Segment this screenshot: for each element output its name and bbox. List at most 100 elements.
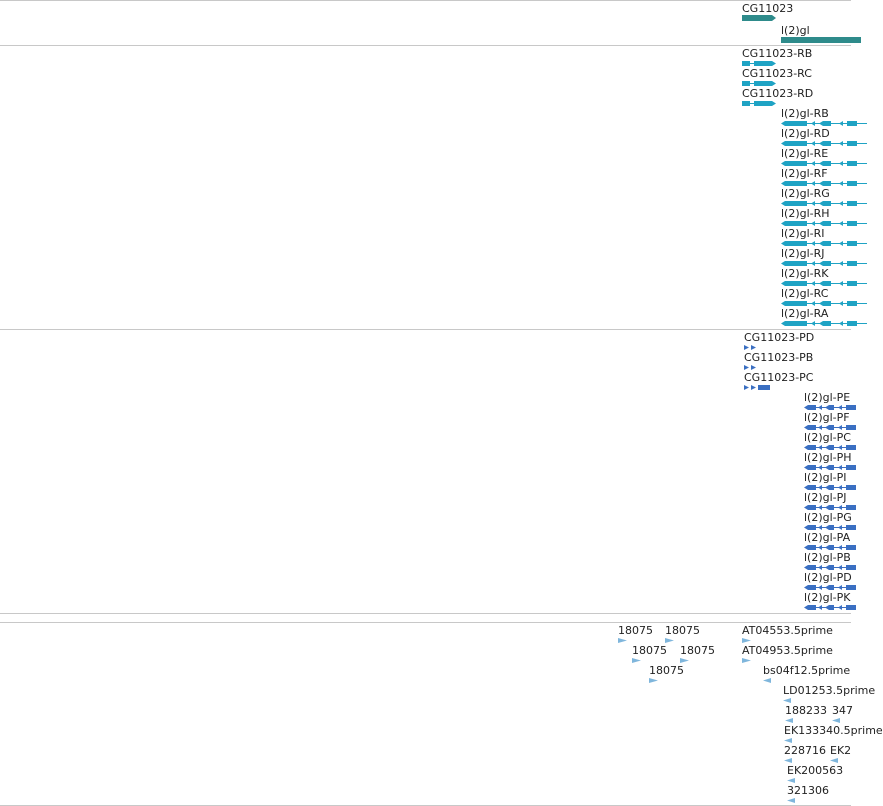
est-label[interactable]: 18075 bbox=[618, 624, 653, 637]
transcript-label[interactable]: l(2)gl-RB bbox=[781, 107, 829, 120]
protein-glyph[interactable] bbox=[804, 404, 856, 412]
protein-label[interactable]: l(2)gl-PF bbox=[804, 411, 850, 424]
transcript-label[interactable]: l(2)gl-RH bbox=[781, 207, 830, 220]
transcript-glyph[interactable] bbox=[781, 220, 867, 228]
transcript-glyph[interactable] bbox=[781, 240, 867, 248]
transcript-glyph[interactable] bbox=[781, 200, 867, 208]
protein-glyph[interactable] bbox=[804, 424, 856, 432]
est-label[interactable]: AT04953.5prime bbox=[742, 644, 833, 657]
protein-label[interactable]: l(2)gl-PD bbox=[804, 571, 852, 584]
est-label[interactable]: 188233 bbox=[785, 704, 827, 717]
transcript-label[interactable]: CG11023-RB bbox=[742, 47, 813, 60]
transcript-glyph[interactable] bbox=[781, 160, 867, 168]
est-label[interactable]: 228716 bbox=[784, 744, 826, 757]
transcript-glyph[interactable] bbox=[781, 320, 867, 328]
est-glyph[interactable] bbox=[665, 637, 677, 645]
transcript-label[interactable]: l(2)gl-RJ bbox=[781, 247, 825, 260]
protein-label[interactable]: l(2)gl-PG bbox=[804, 511, 852, 524]
transcript-label[interactable]: l(2)gl-RG bbox=[781, 187, 830, 200]
est-label[interactable]: LD01253.5prime bbox=[783, 684, 876, 697]
est-label[interactable]: EK2 bbox=[830, 744, 852, 757]
est-glyph[interactable] bbox=[832, 717, 844, 725]
est-label[interactable]: bs04f12.5prime bbox=[763, 664, 851, 677]
est-label[interactable]: EK133340.5prime bbox=[784, 724, 883, 737]
protein-track: CG11023-PD CG11023-PB CG11023-PC l(2)gl-PE… bbox=[0, 329, 856, 613]
protein-glyph[interactable] bbox=[804, 544, 856, 552]
transcript-label[interactable]: CG11023-RD bbox=[742, 87, 814, 100]
transcript-label[interactable]: l(2)gl-RI bbox=[781, 227, 825, 240]
est-glyph[interactable] bbox=[787, 777, 799, 785]
protein-label[interactable]: CG11023-PC bbox=[744, 371, 814, 384]
est-glyph[interactable] bbox=[784, 737, 796, 745]
track-separator bbox=[0, 45, 851, 46]
est-label[interactable]: AT04553.5prime bbox=[742, 624, 833, 637]
protein-label[interactable]: l(2)gl-PK bbox=[804, 591, 851, 604]
protein-label[interactable]: l(2)gl-PE bbox=[804, 391, 851, 404]
transcript-label[interactable]: l(2)gl-RE bbox=[781, 147, 829, 160]
est-glyph[interactable] bbox=[680, 657, 692, 665]
track-separator bbox=[0, 622, 851, 623]
track-separator bbox=[0, 0, 851, 1]
transcript-label[interactable]: l(2)gl-RF bbox=[781, 167, 828, 180]
est-glyph[interactable] bbox=[783, 697, 795, 705]
est-glyph[interactable] bbox=[649, 677, 661, 685]
gene-glyph-lgl[interactable] bbox=[781, 36, 861, 46]
transcript-glyph[interactable] bbox=[781, 120, 867, 128]
protein-label[interactable]: l(2)gl-PA bbox=[804, 531, 851, 544]
transcript-glyph[interactable] bbox=[742, 60, 782, 68]
transcript-glyph[interactable] bbox=[781, 140, 867, 148]
transcript-glyph[interactable] bbox=[781, 300, 867, 308]
transcript-label[interactable]: l(2)gl-RK bbox=[781, 267, 829, 280]
protein-glyph[interactable] bbox=[744, 344, 784, 352]
est-label[interactable]: 18075 bbox=[632, 644, 667, 657]
est-label[interactable]: 347 bbox=[832, 704, 853, 717]
protein-label[interactable]: l(2)gl-PB bbox=[804, 551, 851, 564]
est-glyph[interactable] bbox=[787, 797, 799, 805]
est-glyph[interactable] bbox=[742, 657, 754, 665]
protein-glyph[interactable] bbox=[804, 444, 856, 452]
transcript-label[interactable]: l(2)gl-RC bbox=[781, 287, 829, 300]
protein-glyph[interactable] bbox=[804, 584, 856, 592]
protein-glyph[interactable] bbox=[744, 364, 784, 372]
est-glyph[interactable] bbox=[632, 657, 644, 665]
protein-label[interactable]: CG11023-PB bbox=[744, 351, 814, 364]
transcript-glyph[interactable] bbox=[781, 260, 867, 268]
gene-label-lgl[interactable]: l(2)gl bbox=[781, 24, 810, 37]
transcript-glyph[interactable] bbox=[781, 180, 867, 188]
protein-label[interactable]: l(2)gl-PI bbox=[804, 471, 847, 484]
est-label[interactable]: EK200563 bbox=[787, 764, 844, 777]
est-glyph[interactable] bbox=[785, 717, 797, 725]
gene-track: CG11023 l(2)gl bbox=[0, 0, 861, 45]
track-separator bbox=[0, 613, 851, 614]
protein-label[interactable]: CG11023-PD bbox=[744, 331, 815, 344]
transcript-label[interactable]: l(2)gl-RD bbox=[781, 127, 830, 140]
transcript-glyph[interactable] bbox=[742, 80, 782, 88]
protein-glyph[interactable] bbox=[804, 464, 856, 472]
transcript-glyph[interactable] bbox=[781, 280, 867, 288]
gene-glyph-cg11023[interactable] bbox=[742, 14, 782, 24]
est-label[interactable]: 321306 bbox=[787, 784, 829, 797]
est-glyph[interactable] bbox=[784, 757, 796, 765]
transcript-track: CG11023-RB CG11023-RC CG11023-RD l(2)gl-RB… bbox=[0, 45, 867, 329]
protein-glyph[interactable] bbox=[804, 564, 856, 572]
transcript-label[interactable]: l(2)gl-RA bbox=[781, 307, 829, 320]
est-label[interactable]: 18075 bbox=[665, 624, 700, 637]
protein-glyph[interactable] bbox=[804, 524, 856, 532]
protein-label[interactable]: l(2)gl-PC bbox=[804, 431, 851, 444]
transcript-label[interactable]: CG11023-RC bbox=[742, 67, 812, 80]
est-glyph[interactable] bbox=[742, 637, 754, 645]
est-label[interactable]: 18075 bbox=[649, 664, 684, 677]
est-glyph[interactable] bbox=[763, 677, 775, 685]
gene-label-cg11023[interactable]: CG11023 bbox=[742, 2, 794, 15]
protein-label[interactable]: l(2)gl-PH bbox=[804, 451, 852, 464]
protein-glyph[interactable] bbox=[804, 504, 856, 512]
protein-label[interactable]: l(2)gl-PJ bbox=[804, 491, 847, 504]
transcript-glyph[interactable] bbox=[742, 100, 782, 108]
est-glyph[interactable] bbox=[618, 637, 630, 645]
est-glyph[interactable] bbox=[830, 757, 842, 765]
protein-glyph[interactable] bbox=[744, 384, 784, 392]
protein-glyph[interactable] bbox=[804, 604, 856, 612]
est-label[interactable]: 18075 bbox=[680, 644, 715, 657]
protein-glyph[interactable] bbox=[804, 484, 856, 492]
